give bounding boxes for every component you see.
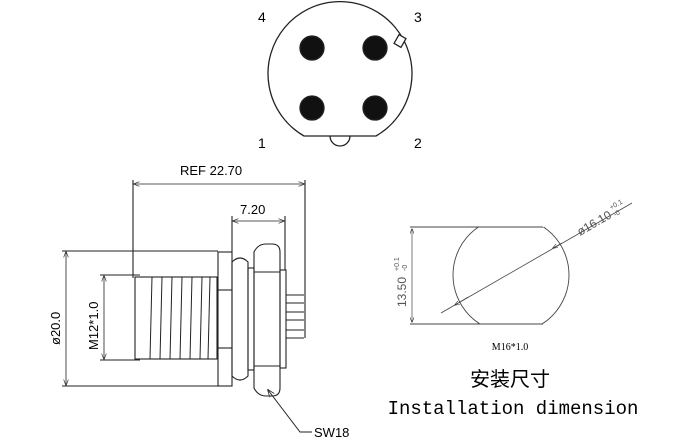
flat-tol-lower: -0 <box>402 265 409 271</box>
cutout-outline <box>452 227 570 324</box>
rear-pins <box>286 294 304 339</box>
wrench-size-label: SW18 <box>314 425 349 440</box>
hole-diameter-dimension: ø16.10 +0.1 -0 <box>575 199 625 239</box>
installation-cutout <box>410 202 633 325</box>
flat-height-dimension: 13.50 +0.1 -0 <box>394 257 409 307</box>
rear-length-label: 7.20 <box>240 202 265 217</box>
pin-3 <box>362 35 388 61</box>
side-view <box>62 180 312 433</box>
ref-length-label: REF 22.70 <box>180 163 242 178</box>
o-ring <box>231 257 249 381</box>
hole-diameter-label: ø16.10 <box>575 208 615 239</box>
face-outline <box>267 0 413 137</box>
pin-label-4: 4 <box>258 9 266 25</box>
cutout-thread-label: M16*1.0 <box>492 342 528 353</box>
pinout-face <box>267 0 413 147</box>
outer-diameter-label: ø20.0 <box>48 312 63 345</box>
flange <box>217 251 233 387</box>
thread-body <box>134 276 218 360</box>
flat-tol-upper: +0.1 <box>394 257 401 271</box>
pin-label-1: 1 <box>258 135 266 151</box>
hex-nut <box>253 243 281 397</box>
pin-2 <box>362 95 388 121</box>
key-notch <box>329 135 351 147</box>
pin-1 <box>299 95 325 121</box>
pin-4 <box>299 35 325 61</box>
hole-tol-lower: -0 <box>613 209 622 218</box>
thread-label: M12*1.0 <box>86 302 101 350</box>
pin-label-2: 2 <box>414 135 422 151</box>
flat-height-label: 13.50 <box>395 277 409 307</box>
key-tab <box>393 33 407 49</box>
installation-title-en: Installation dimension <box>388 398 639 420</box>
pin-label-3: 3 <box>414 9 422 25</box>
installation-title-cn: 安装尺寸 <box>470 368 550 391</box>
